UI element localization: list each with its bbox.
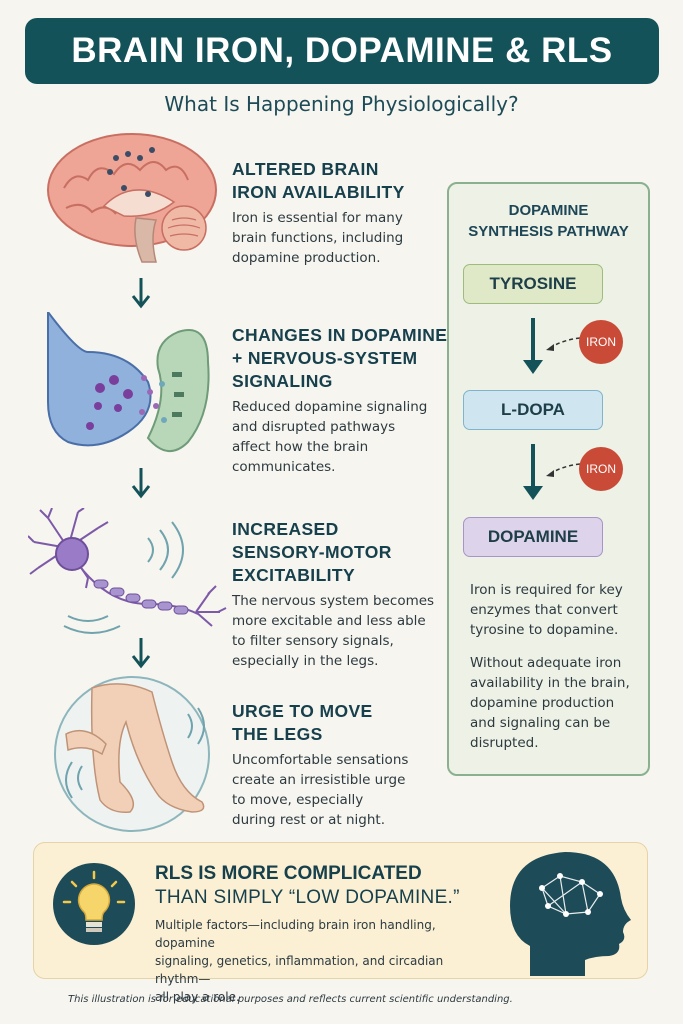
molecule-tyrosine: TYROSINE xyxy=(463,264,603,304)
step-1: ALTERED BRAIN IRON AVAILABILITY Iron is … xyxy=(232,158,405,268)
heading-line: IRON AVAILABILITY xyxy=(232,182,405,202)
step-3: INCREASED SENSORY-MOTOR EXCITABILITY The… xyxy=(232,518,434,671)
body-line: especially in the legs. xyxy=(232,653,379,669)
title-banner: BRAIN IRON, DOPAMINE & RLS xyxy=(25,18,659,84)
brain-icon xyxy=(47,133,217,263)
body-line: brain functions, including xyxy=(232,230,404,246)
heading-line: CHANGES IN DOPAMINE xyxy=(232,325,448,345)
note-line: availability in the brain, xyxy=(470,675,630,691)
body-line: The nervous system becomes xyxy=(232,593,435,609)
note-line: enzymes that convert xyxy=(470,602,618,618)
lightbulb-icon xyxy=(53,863,135,945)
step-body: Uncomfortable sensations create an irres… xyxy=(232,750,408,830)
heading-line: URGE TO MOVE xyxy=(232,701,373,721)
note-line: Without adequate iron xyxy=(470,655,622,671)
body-line: Reduced dopamine signaling xyxy=(232,399,428,415)
dashed-arrow-icon xyxy=(546,463,581,477)
down-arrow-icon xyxy=(131,468,151,499)
page-title: BRAIN IRON, DOPAMINE & RLS xyxy=(71,31,613,70)
pathway-arrow-icon xyxy=(523,318,543,374)
pathway-arrow-icon xyxy=(523,444,543,500)
iron-badge: IRON xyxy=(579,447,623,491)
step-body: Reduced dopamine signaling and disrupted… xyxy=(232,397,447,477)
heading-line: + NERVOUS-SYSTEM xyxy=(232,348,418,368)
heading-line: SENSORY-MOTOR xyxy=(232,542,392,562)
page-subtitle: What Is Happening Physiologically? xyxy=(164,92,519,116)
body-line: to filter sensory signals, xyxy=(232,633,394,649)
head-network-icon xyxy=(510,852,631,976)
note-line: Iron is required for key xyxy=(470,582,623,598)
body-line: and disrupted pathways xyxy=(232,419,396,435)
legs-icon xyxy=(54,676,210,832)
heading-line: ALTERED BRAIN xyxy=(232,159,379,179)
down-arrow-icon xyxy=(131,278,151,309)
molecule-dopamine: DOPAMINE xyxy=(463,517,603,557)
callout-body: Multiple factors—including brain iron ha… xyxy=(155,916,485,1006)
body-line: dopamine production. xyxy=(232,250,381,266)
pathway-title-line: SYNTHESIS PATHWAY xyxy=(468,223,629,240)
down-arrow-icon xyxy=(131,638,151,669)
note-line: dopamine production xyxy=(470,695,615,711)
heading-line: SIGNALING xyxy=(232,371,333,391)
body-line: communicates. xyxy=(232,459,336,475)
step-heading: CHANGES IN DOPAMINE + NERVOUS-SYSTEM SIG… xyxy=(232,324,447,393)
heading-line: EXCITABILITY xyxy=(232,565,356,585)
step-heading: INCREASED SENSORY-MOTOR EXCITABILITY xyxy=(232,518,434,587)
body-line: signaling, genetics, inflammation, and c… xyxy=(155,954,444,986)
iron-badge: IRON xyxy=(579,320,623,364)
step-heading: URGE TO MOVE THE LEGS xyxy=(232,700,408,746)
molecule-l-dopa: L-DOPA xyxy=(463,390,603,430)
step-body: The nervous system becomes more excitabl… xyxy=(232,591,434,671)
pathway-title-line: DOPAMINE xyxy=(508,202,589,219)
body-line: all play a role. xyxy=(155,990,240,1004)
note-line: disrupted. xyxy=(470,735,539,751)
pathway-note-2: Without adequate iron availability in th… xyxy=(470,653,645,753)
step-2: CHANGES IN DOPAMINE + NERVOUS-SYSTEM SIG… xyxy=(232,324,447,477)
body-line: Iron is essential for many xyxy=(232,210,403,226)
neuron-icon xyxy=(28,508,227,634)
step-body: Iron is essential for many brain functio… xyxy=(232,208,405,268)
body-line: during rest or at night. xyxy=(232,812,385,828)
footer-disclaimer: This illustration is for educational pur… xyxy=(68,994,513,1005)
heading-line: THE LEGS xyxy=(232,724,323,744)
body-line: more excitable and less able xyxy=(232,613,426,629)
body-line: affect how the brain xyxy=(232,439,369,455)
heading-line: INCREASED xyxy=(232,519,339,539)
callout-heading: RLS IS MORE COMPLICATED xyxy=(155,863,422,884)
pathway-note-1: Iron is required for key enzymes that co… xyxy=(470,580,645,640)
body-line: to move, especially xyxy=(232,792,364,808)
body-line: Multiple factors—including brain iron ha… xyxy=(155,918,436,950)
step-heading: ALTERED BRAIN IRON AVAILABILITY xyxy=(232,158,405,204)
step-4: URGE TO MOVE THE LEGS Uncomfortable sens… xyxy=(232,700,408,830)
note-line: and signaling can be xyxy=(470,715,611,731)
synapse-icon xyxy=(47,312,210,452)
pathway-title: DOPAMINE SYNTHESIS PATHWAY xyxy=(447,200,650,242)
callout-heading-2: THAN SIMPLY “LOW DOPAMINE.” xyxy=(155,887,460,908)
body-line: Uncomfortable sensations xyxy=(232,752,409,768)
note-line: tyrosine to dopamine. xyxy=(470,622,619,638)
dashed-arrow-icon xyxy=(546,337,581,351)
body-line: create an irresistible urge xyxy=(232,772,406,788)
